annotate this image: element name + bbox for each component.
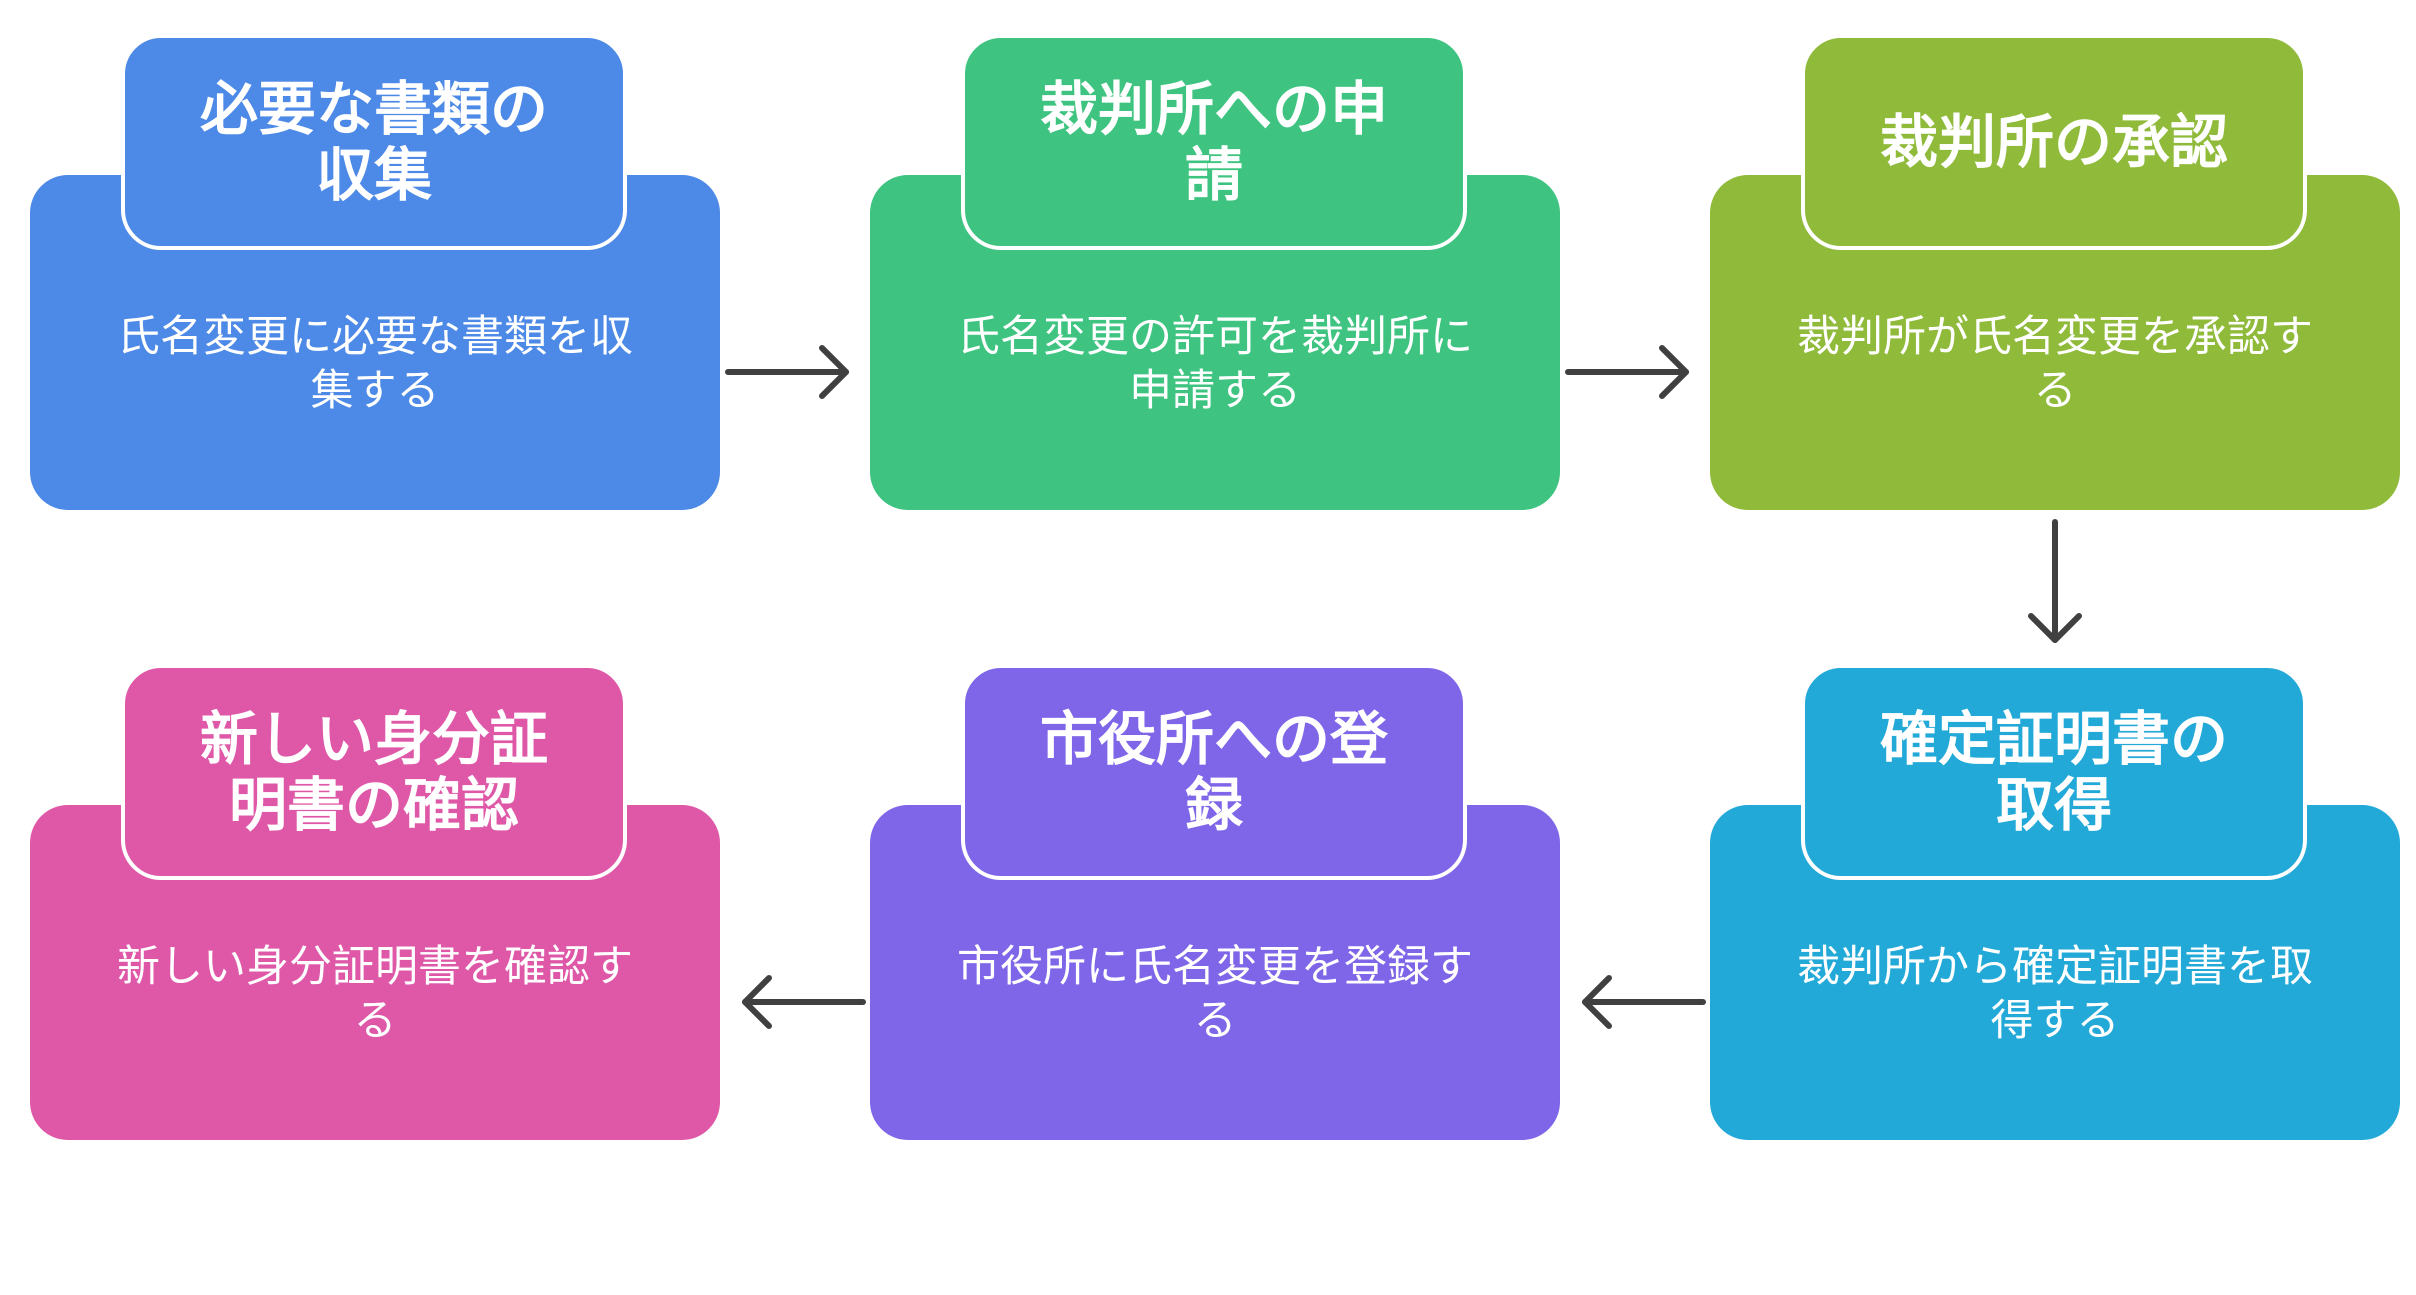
step-description: 氏名変更の許可を裁判所に 申請する: [957, 312, 1473, 416]
step-title: 裁判所への申 請: [1039, 75, 1388, 209]
arrow-right-icon: [1565, 345, 1689, 399]
step-court-approval: 裁判所が氏名変更を承認す る 裁判所の承認: [1710, 34, 2400, 665]
step-title-tab: 裁判所の承認: [1801, 34, 2307, 250]
step-title-tab: 裁判所への申 請: [961, 34, 1467, 250]
step-confirm-id: 新しい身分証明書を確認す る 新しい身分証 明書の確認: [30, 664, 720, 1295]
step-title: 新しい身分証 明書の確認: [199, 705, 548, 839]
step-title: 裁判所の承認: [1879, 108, 2228, 176]
step-collect-documents: 氏名変更に必要な書類を収 集する 必要な書類の 収集: [30, 34, 720, 665]
step-court-application: 氏名変更の許可を裁判所に 申請する 裁判所への申 請: [870, 34, 1560, 665]
arrow-left-icon: [742, 975, 866, 1029]
step-title-tab: 市役所への登 録: [961, 664, 1467, 880]
step-title-tab: 必要な書類の 収集: [121, 34, 627, 250]
step-description: 新しい身分証明書を確認す る: [117, 942, 633, 1046]
step-title: 必要な書類の 収集: [199, 75, 548, 209]
step-description: 裁判所から確定証明書を取 得する: [1797, 942, 2313, 1046]
step-title: 市役所への登 録: [1039, 705, 1388, 839]
step-description: 市役所に氏名変更を登録す る: [957, 942, 1473, 1046]
arrow-left-icon: [1582, 975, 1706, 1029]
step-description: 氏名変更に必要な書類を収 集する: [117, 312, 633, 416]
step-title-tab: 新しい身分証 明書の確認: [121, 664, 627, 880]
step-title: 確定証明書の 取得: [1879, 705, 2228, 839]
step-city-registration: 市役所に氏名変更を登録す る 市役所への登 録: [870, 664, 1560, 1295]
step-obtain-certificate: 裁判所から確定証明書を取 得する 確定証明書の 取得: [1710, 664, 2400, 1295]
step-title-tab: 確定証明書の 取得: [1801, 664, 2307, 880]
step-description: 裁判所が氏名変更を承認す る: [1797, 312, 2313, 416]
arrow-right-icon: [725, 345, 849, 399]
